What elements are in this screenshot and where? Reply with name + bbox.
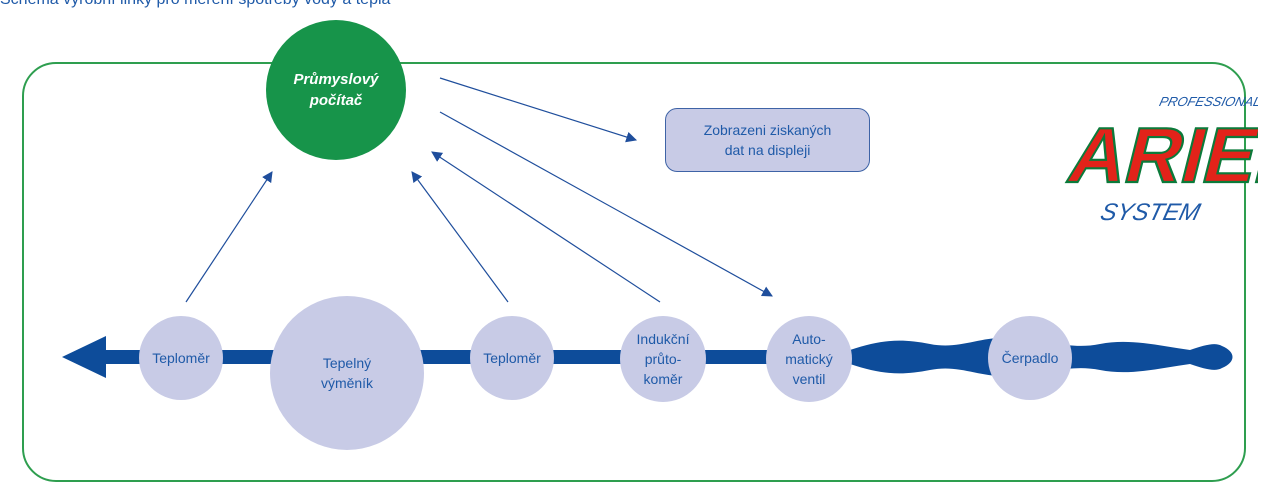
logo-bottom-text: SYSTEM [1098,199,1204,226]
display-box: Zobrazeni ziskaných dat na displeji [665,108,870,172]
pump-node: Čerpadlo [988,316,1072,400]
valve-node: Auto- matický ventil [766,316,852,402]
diagram-caption: Schéma výrobní linky pro měření spotřeby… [0,0,390,9]
thermometer-node-1: Teploměr [139,316,223,400]
logo-top-text: PROFESSIONAL [1158,94,1258,109]
logo-main-text: ARIEL [1060,111,1258,199]
thermometer-node-2: Teploměr [470,316,554,400]
arrow-computer-to-display [439,77,638,143]
flowmeter-node: Indukční průto- koměr [620,316,706,402]
pipe-arrowhead [62,336,106,378]
arrow-thermometer2-to-computer [411,171,509,303]
heat-exchanger-node: Tepelný výměník [270,296,424,450]
ariel-logo: PROFESSIONAL ARIEL SYSTEM [1059,94,1258,226]
industrial-computer: Průmyslový počítač [266,20,406,160]
arrow-flowmeter-to-computer [431,151,661,303]
arrow-computer-to-valve [439,111,773,297]
arrow-thermometer1-to-computer [185,171,273,303]
